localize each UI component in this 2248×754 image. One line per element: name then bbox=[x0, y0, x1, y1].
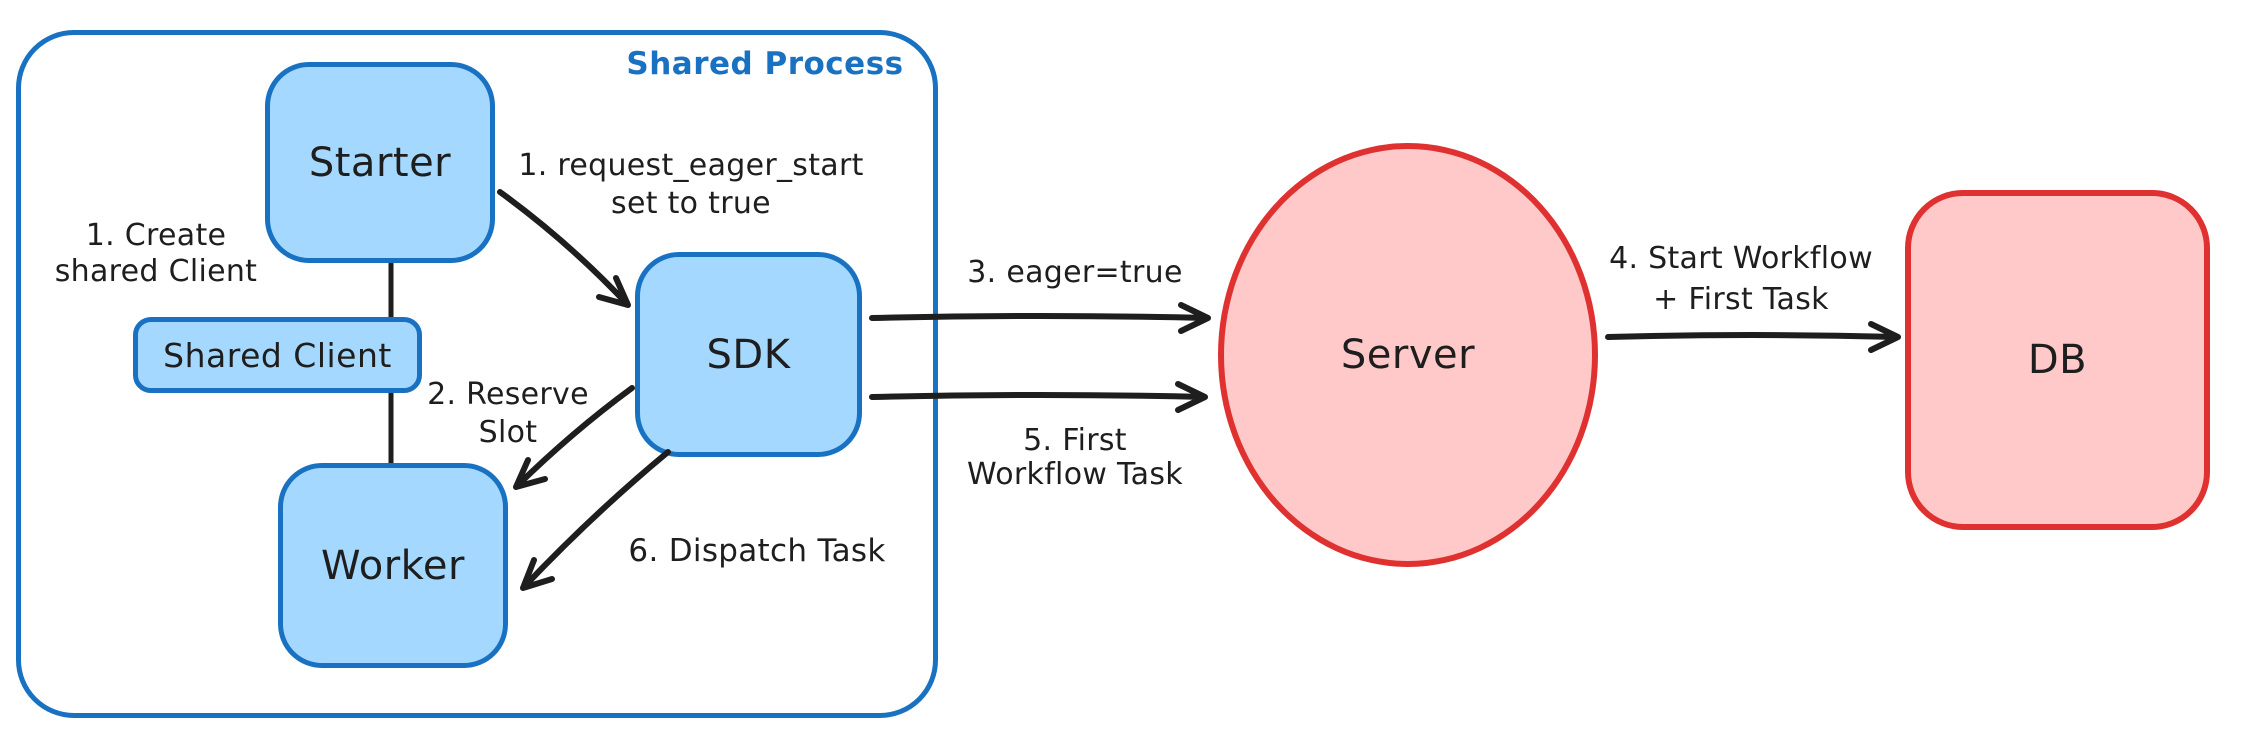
annotation-first-workflow-task-line1: 5. First bbox=[1023, 423, 1127, 458]
annotation-reserve-slot[interactable]: 2. Reserve Slot bbox=[378, 376, 638, 452]
shared-process-container[interactable] bbox=[16, 30, 938, 718]
annotation-first-workflow-task[interactable]: 5. First Workflow Task bbox=[925, 424, 1225, 492]
annotation-request-eager-start[interactable]: 1. request_eager_start set to true bbox=[491, 147, 891, 223]
worker-node[interactable]: Worker bbox=[278, 463, 508, 668]
annotation-dispatch-task[interactable]: 6. Dispatch Task bbox=[577, 532, 937, 570]
db-node[interactable]: DB bbox=[1905, 190, 2210, 530]
shared-process-label: Shared Process bbox=[626, 46, 904, 82]
sdk-node[interactable]: SDK bbox=[635, 252, 862, 457]
starter-node[interactable]: Starter bbox=[265, 62, 495, 263]
starter-label: Starter bbox=[308, 139, 452, 186]
db-label: DB bbox=[2027, 337, 2088, 383]
annotation-start-workflow-line1: 4. Start Workflow bbox=[1609, 241, 1873, 276]
worker-label: Worker bbox=[321, 542, 465, 589]
annotation-eager-true[interactable]: 3. eager=true bbox=[925, 254, 1225, 292]
annotation-reserve-slot-line2: Slot bbox=[478, 415, 538, 450]
annotation-create-shared-client[interactable]: 1. Create shared Client bbox=[0, 218, 326, 290]
annotation-reserve-slot-line1: 2. Reserve bbox=[427, 377, 589, 412]
server-node[interactable]: Server bbox=[1218, 143, 1598, 567]
annotation-start-workflow-line2: + First Task bbox=[1653, 282, 1829, 317]
annotation-request-eager-start-line1: 1. request_eager_start bbox=[518, 148, 864, 183]
arrow-server-to-db[interactable] bbox=[1605, 321, 1901, 353]
annotation-first-workflow-task-line2: Workflow Task bbox=[967, 457, 1183, 492]
shared-client-label: Shared Client bbox=[163, 335, 392, 375]
annotation-request-eager-start-line2: set to true bbox=[611, 186, 771, 221]
annotation-dispatch-task-line1: 6. Dispatch Task bbox=[628, 533, 886, 569]
annotation-start-workflow[interactable]: 4. Start Workflow + First Task bbox=[1570, 238, 1912, 320]
annotation-create-shared-client-line2: shared Client bbox=[54, 254, 258, 289]
annotation-create-shared-client-line1: 1. Create bbox=[85, 218, 227, 253]
annotation-eager-true-line1: 3. eager=true bbox=[967, 255, 1183, 290]
shared-client-node[interactable]: Shared Client bbox=[133, 317, 422, 393]
sdk-label: SDK bbox=[706, 331, 791, 378]
server-label: Server bbox=[1340, 332, 1476, 378]
